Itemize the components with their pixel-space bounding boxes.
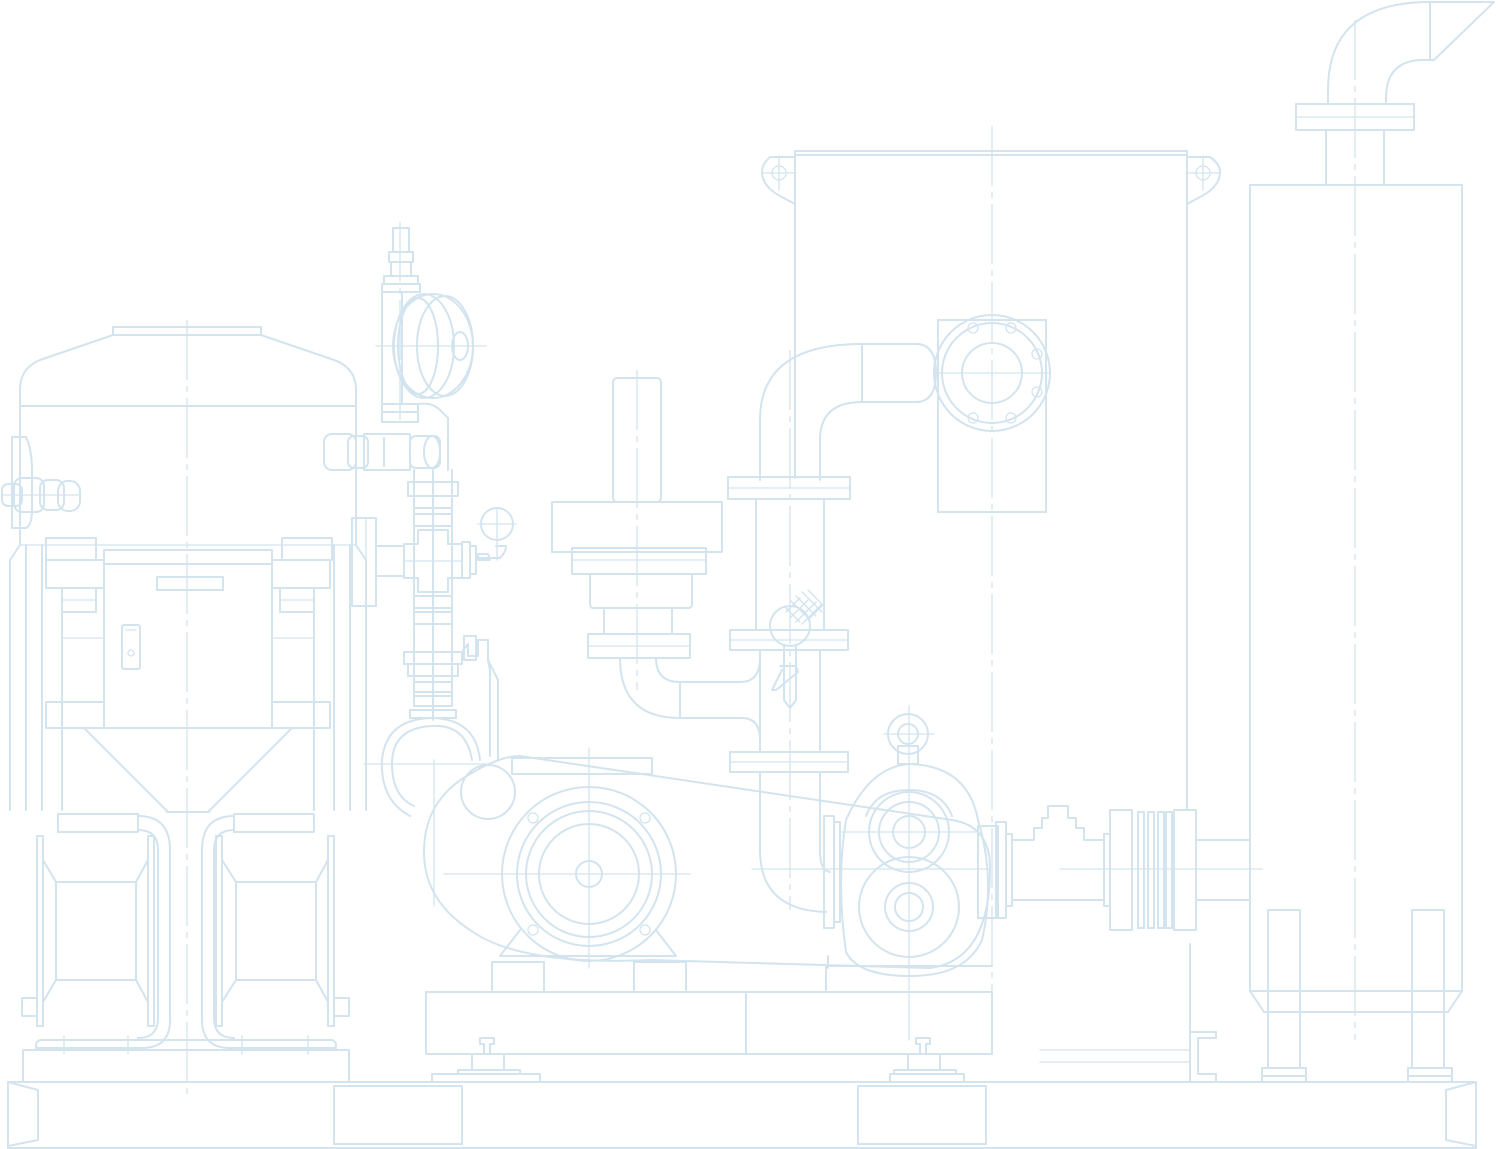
drive-coupling: [1012, 806, 1262, 1082]
fuel-tank: [1250, 185, 1462, 1082]
hopper-tank: [2, 320, 366, 1095]
exhaust-stack: [1296, 2, 1494, 1040]
middle-piping: [552, 344, 990, 912]
radiator-panel: [762, 126, 1220, 1040]
pump-motor: [424, 706, 1012, 1040]
pump-skid: [426, 966, 992, 1082]
valve-manifold: [324, 222, 516, 816]
support-cylinders: [22, 814, 349, 1082]
base-frame: [8, 1032, 1476, 1148]
